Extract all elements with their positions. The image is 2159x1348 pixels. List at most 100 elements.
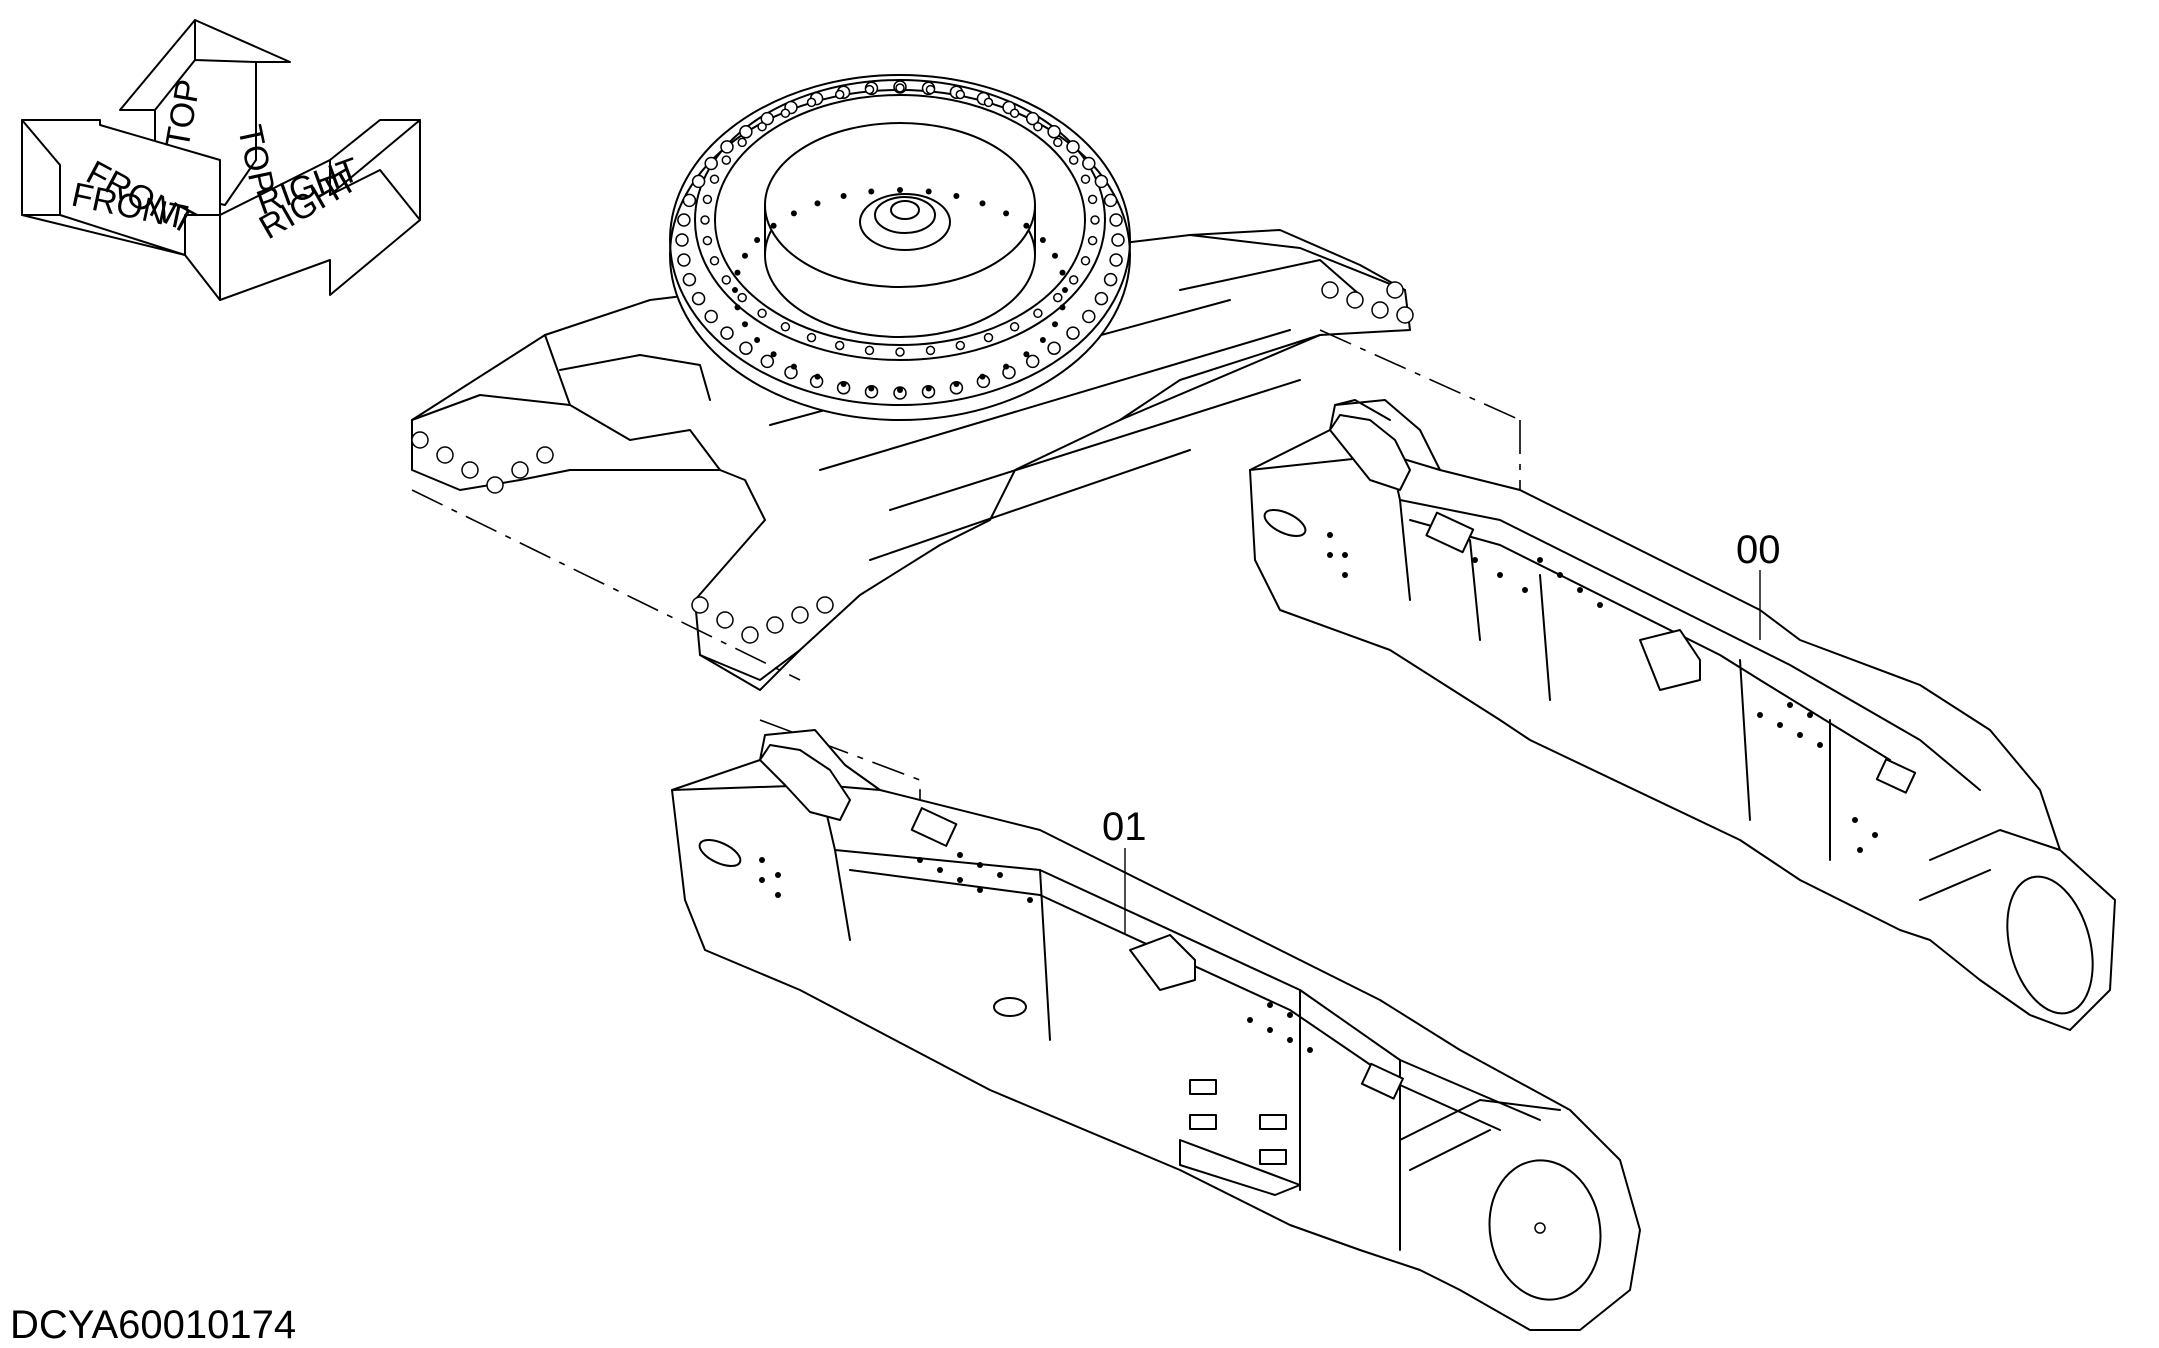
bolt-head: [677, 253, 691, 267]
bolt-head: [840, 193, 847, 199]
hole: [1597, 602, 1603, 608]
bolt-head: [1039, 337, 1046, 343]
hole: [759, 857, 765, 863]
hole: [997, 872, 1003, 878]
bolt-head: [1059, 269, 1066, 276]
bolt-head: [760, 111, 775, 126]
hole: [1472, 557, 1478, 563]
bolt-head: [979, 200, 986, 207]
hole: [1577, 587, 1583, 593]
bolt-head: [702, 194, 713, 205]
bolt-head: [742, 321, 748, 328]
bolt-head: [1087, 235, 1098, 246]
bolt-head: [1039, 237, 1046, 243]
bolt-head: [925, 345, 936, 356]
side-frame-00-holes: [1327, 532, 1878, 853]
bolt-head: [691, 174, 706, 189]
bolt-head: [1080, 174, 1091, 184]
bolt-head: [1025, 111, 1040, 126]
bolt-head: [720, 326, 734, 340]
bolt-head: [780, 108, 791, 118]
bolt-head: [979, 373, 986, 380]
bolt-head: [757, 308, 767, 319]
hole: [1857, 847, 1863, 853]
bolt-head: [806, 97, 817, 108]
bolt-head: [1033, 308, 1043, 319]
bolt-head: [682, 272, 697, 287]
bolt-head: [1009, 108, 1020, 118]
bolt-head: [1066, 326, 1080, 340]
bolt-head: [814, 373, 821, 380]
bolt-head: [953, 193, 960, 199]
frame-bolts: [411, 281, 1414, 644]
bolt-head: [757, 121, 767, 132]
bolt-head: [897, 187, 903, 193]
hole: [1557, 572, 1563, 578]
bolt-head: [1047, 125, 1061, 139]
bolt-head: [925, 188, 932, 195]
bolt-head: [737, 137, 747, 148]
bolt-head: [864, 84, 875, 95]
bolt-head: [742, 252, 748, 259]
hole: [759, 877, 765, 883]
bolt-head: [754, 337, 761, 343]
hole: [1797, 732, 1803, 738]
bolt-head: [1068, 275, 1079, 285]
bolt-head: [721, 275, 732, 285]
hole: [1777, 722, 1783, 728]
hole: [1287, 1037, 1293, 1043]
bolt-head: [1059, 304, 1066, 311]
bolt-head: [709, 174, 720, 184]
bolt-head: [1087, 194, 1098, 205]
bolt-head: [700, 215, 710, 225]
bolt-head: [780, 322, 791, 332]
bolt-head: [1003, 363, 1010, 370]
bolt-head: [1053, 292, 1063, 303]
bolt-head: [1094, 291, 1109, 306]
bolt-head: [1094, 174, 1109, 189]
hole: [1267, 1002, 1273, 1008]
bolt-head: [1080, 256, 1091, 266]
hole: [1287, 1012, 1293, 1018]
hole: [1757, 712, 1763, 718]
bolt-head: [702, 235, 713, 246]
bolt-head: [721, 155, 732, 165]
bolt-head: [834, 89, 845, 100]
hole: [1497, 572, 1503, 578]
bolt-head: [1023, 351, 1030, 358]
bolt-head: [1082, 156, 1096, 171]
bolt-head: [1003, 210, 1010, 217]
hole: [1327, 552, 1333, 558]
bolt-head: [790, 210, 797, 217]
bolt-head: [1052, 252, 1058, 259]
bolt-head: [734, 304, 741, 311]
bolt-head: [1033, 121, 1043, 132]
drawing-code: DCYA60010174: [10, 1303, 296, 1347]
bolt-head: [1109, 253, 1123, 267]
hole: [917, 857, 923, 863]
bolt-head: [760, 354, 775, 369]
bolt-head: [1047, 341, 1061, 355]
hole: [1342, 572, 1348, 578]
bolt-head: [682, 193, 697, 208]
bolt-head: [770, 222, 777, 229]
bolt-head: [955, 340, 966, 351]
bolt-head: [1082, 309, 1096, 324]
bolt-head: [737, 292, 747, 303]
orientation-arrows-icon: FRONT FRONT TOP TOP RIGHT RIGHT: [21, 19, 421, 301]
side-frame-00: 00: [1249, 399, 2116, 1031]
bolt-head: [770, 351, 777, 358]
bolt-head: [1111, 233, 1125, 247]
callout-00: 00: [1736, 528, 1781, 572]
hole: [1807, 712, 1813, 718]
bolt-head: [983, 97, 994, 108]
bolt-head: [1052, 321, 1058, 328]
bolt-head: [895, 83, 905, 93]
hole: [1327, 532, 1333, 538]
hole: [977, 862, 983, 868]
bolt-head: [953, 381, 960, 387]
bolt-head: [1090, 215, 1100, 225]
bolt-head: [732, 287, 738, 293]
bolt-head: [806, 332, 817, 343]
